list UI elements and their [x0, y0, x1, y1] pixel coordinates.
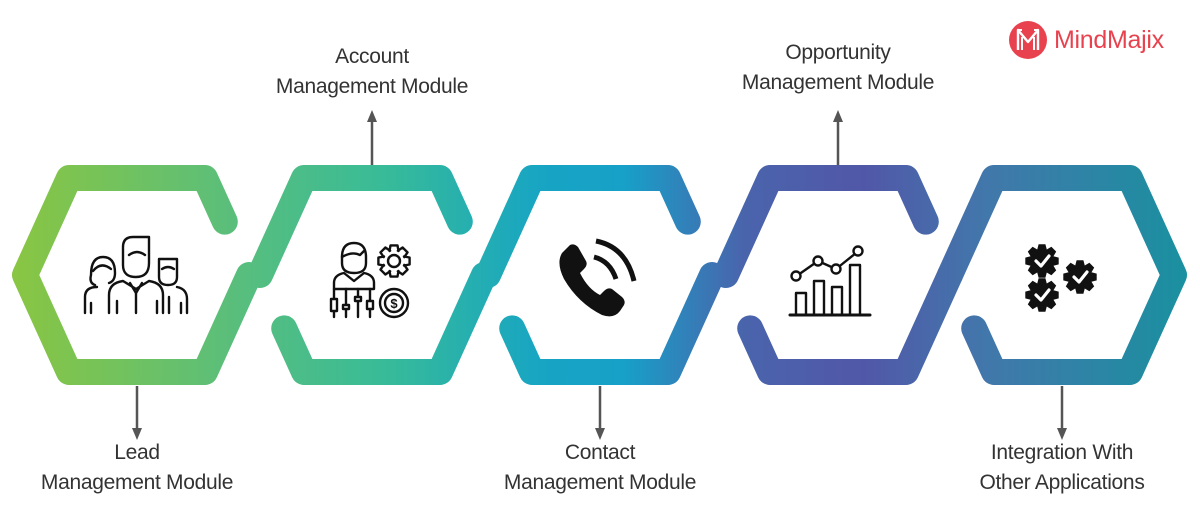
center-person-body: [107, 279, 165, 315]
brand-logo: MindMajix: [1008, 18, 1164, 62]
check-mark: [1072, 270, 1089, 284]
lead-module-label-line1: Lead: [114, 441, 160, 464]
integration-arrow-head: [1057, 428, 1067, 440]
opportunity-module-label-line1: Opportunity: [785, 41, 891, 64]
account-module-label-line1: Account: [335, 45, 409, 68]
check-mark: [1034, 288, 1051, 302]
center-person-head: [121, 235, 151, 279]
brand-name: MindMajix: [1054, 25, 1164, 54]
integration-module-label-line1: Integration With: [990, 441, 1134, 464]
gear-shape: [1025, 278, 1059, 312]
gear-check-right: [1063, 260, 1097, 294]
integration-hexagon: [937, 165, 1187, 385]
bar-1: [794, 291, 808, 317]
left-person-head: [89, 255, 117, 287]
lead-hexagon: [12, 165, 262, 385]
trend-line: [796, 251, 858, 277]
gears-check-icon: [1025, 244, 1097, 312]
mindmajix-m-logo-icon: [1009, 21, 1047, 59]
manager-gear-dollar-icon: $: [329, 241, 411, 319]
contact-arrow-head: [595, 428, 605, 440]
phone-call-icon: [559, 238, 637, 317]
account-hexagon: [247, 165, 497, 385]
trend-point-2: [812, 255, 824, 267]
people-group-icon: [83, 235, 189, 315]
integration-module-label-line2: Other Applications: [979, 471, 1145, 494]
gear-outline: [377, 244, 411, 278]
account-module-label: Account Management Module: [276, 42, 468, 102]
bar-3: [830, 285, 844, 317]
signal-wave-outer: [595, 238, 637, 282]
slider-knobs: [329, 295, 375, 313]
account-module-label-line2: Management Module: [275, 75, 469, 98]
right-person-head: [157, 257, 179, 287]
opportunity-arrow-head: [833, 110, 843, 122]
slider-lines: [332, 287, 372, 319]
contact-module-label-line2: Management Module: [503, 471, 697, 494]
gear-check-bottom: [1025, 278, 1059, 312]
gear-icon: [377, 244, 411, 278]
left-person-body: [83, 285, 99, 315]
manager-head: [340, 241, 368, 275]
manager-body: [332, 271, 376, 291]
gear-check-top: [1025, 244, 1059, 278]
lead-module-label: Lead Management Module: [41, 438, 233, 498]
contact-module-label-line1: Contact: [564, 441, 636, 464]
gear-hole: [386, 253, 402, 269]
integration-module-label: Integration With Other Applications: [979, 438, 1144, 498]
coin-outer: [378, 287, 410, 319]
opportunity-hexagon: [713, 165, 963, 385]
account-arrow-head: [367, 110, 377, 122]
bar-4: [848, 263, 862, 317]
gear-shape: [1025, 244, 1059, 278]
trend-point-4: [852, 245, 864, 257]
trend-point-1: [790, 270, 802, 282]
right-person-body: [175, 285, 189, 315]
dollar-sign: $: [390, 296, 398, 311]
phone-handset: [559, 244, 625, 317]
trend-point-3: [830, 263, 842, 275]
growth-chart-icon: [788, 245, 872, 317]
lead-module-label-line2: Management Module: [40, 471, 234, 494]
opportunity-module-label: Opportunity Management Module: [742, 38, 934, 98]
contact-module-label: Contact Management Module: [504, 438, 696, 498]
opportunity-module-label-line2: Management Module: [741, 71, 935, 94]
contact-hexagon: [475, 165, 725, 385]
gear-shape: [1063, 260, 1097, 294]
lead-arrow-head: [132, 428, 142, 440]
coin-inner: [383, 292, 405, 314]
check-mark: [1034, 254, 1051, 268]
signal-wave-inner: [593, 254, 619, 280]
bar-2: [812, 279, 826, 317]
